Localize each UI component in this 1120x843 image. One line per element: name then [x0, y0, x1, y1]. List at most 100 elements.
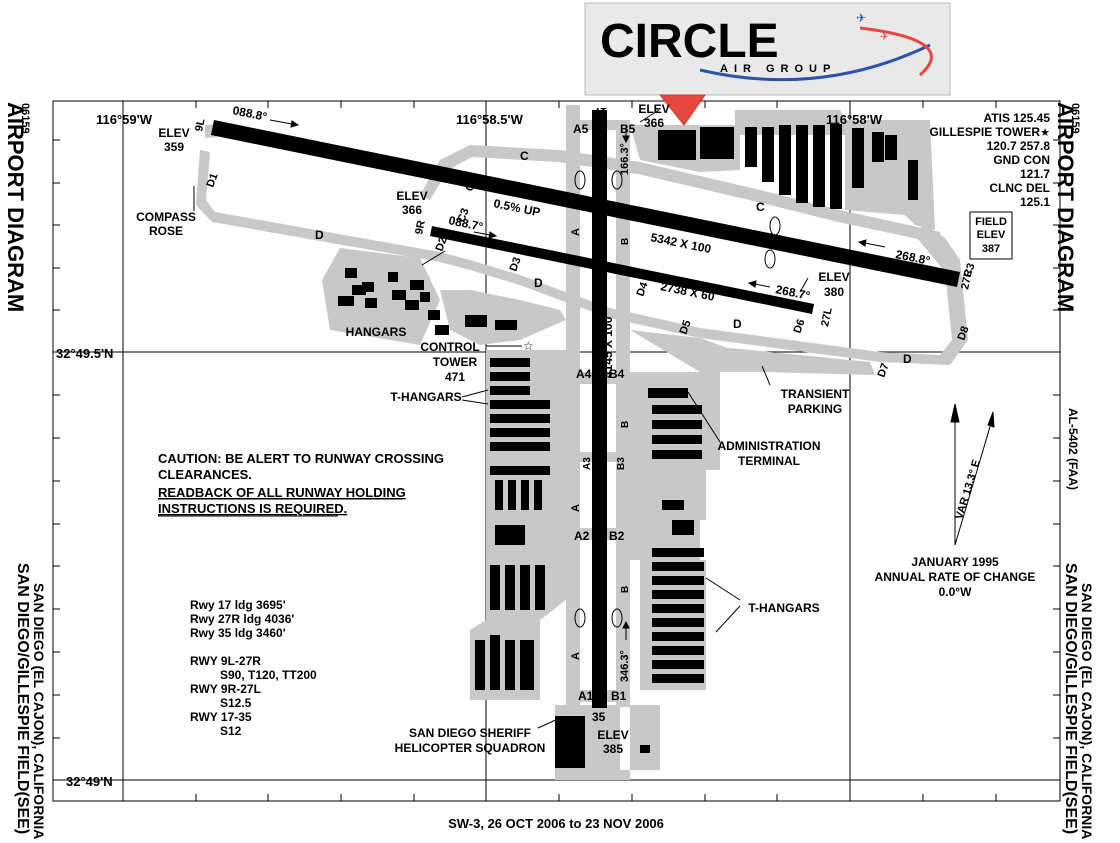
grid-ticks: [53, 101, 1060, 801]
clearance-frequency: 125.1: [1020, 195, 1050, 209]
field-elev-value: 387: [982, 243, 1000, 255]
taxiway-a2: A2: [574, 529, 590, 543]
hot-spot-markers: [574, 170, 781, 628]
ground-label: GND CON: [993, 153, 1050, 167]
taxiway-b2: B2: [609, 529, 625, 543]
elev-366-north-label: ELEV: [638, 102, 669, 116]
taxiway-d-far-east: D: [903, 352, 912, 366]
taxiway-b5: B5: [620, 122, 636, 136]
location-left-1: SAN DIEGO (EL CAJON), CALIFORNIA: [31, 583, 47, 839]
control-tower-label-3: 471: [445, 370, 465, 384]
rwy-27l-end: 27L: [819, 306, 835, 327]
elev-366-north-value: 366: [644, 116, 664, 130]
transient-parking-label-1: TRANSIENT: [781, 387, 850, 401]
rwy-35-heading: 346.3°: [619, 650, 631, 682]
location-left-2: SAN DIEGO/GILLESPIE FIELD(SEE): [14, 563, 31, 834]
clearance-label: CLNC DEL: [989, 181, 1050, 195]
ldg-rwy-17: Rwy 17 ldg 3695': [190, 598, 286, 612]
caution-notes: CAUTION: BE ALERT TO RUNWAY CROSSING CLE…: [158, 451, 444, 516]
validity-footer: SW-3, 26 OCT 2006 to 23 NOV 2006: [448, 816, 664, 831]
taxiway-a-north: A: [570, 228, 582, 236]
atis-frequency: ATIS 125.45: [984, 111, 1051, 125]
tower-frequencies: 120.7 257.8: [987, 139, 1051, 153]
plane-icon: ✈: [856, 11, 866, 25]
taxiway-c3-east: C3: [962, 262, 978, 279]
elev-366-west-value: 366: [402, 203, 422, 217]
elev-359-value: 359: [164, 140, 184, 154]
variation-rate: 0.0°W: [939, 585, 972, 599]
field-elev-label-2: ELEV: [977, 229, 1006, 241]
caution-line-3: READBACK OF ALL RUNWAY HOLDING: [158, 485, 406, 500]
lon-label-1: 116°59'W: [96, 112, 153, 127]
taxiway-d8: D8: [956, 325, 972, 342]
wb-rwy-2-value: S12.5: [220, 696, 252, 710]
weight-bearing: RWY 9L-27R S90, T120, TT200 RWY 9R-27L S…: [190, 654, 317, 738]
taxiway-d7: D7: [876, 362, 892, 379]
taxiway-d-west: D: [315, 228, 324, 242]
admin-terminal-label-1: ADMINISTRATION: [717, 439, 820, 453]
hangars-label: HANGARS: [346, 325, 407, 339]
compass-rose-label-2: ROSE: [149, 224, 183, 238]
buildings: [338, 124, 918, 768]
logo-subtitle: AIR GROUP: [720, 63, 836, 75]
runway-17-35: [592, 110, 607, 708]
control-tower-label-2: TOWER: [433, 355, 478, 369]
rwy-9r-end: 9R: [413, 219, 428, 235]
elev-359-label: ELEV: [158, 126, 189, 140]
taxiway-a3: A3: [582, 457, 593, 470]
taxiway-labels: C C D D D D A A A B B B A5 B5 A4 B4 A3 B…: [205, 122, 978, 703]
rwy-9l-end: 9L: [193, 117, 207, 132]
tower-name: GILLESPIE TOWER: [930, 125, 1041, 139]
diagram-frame: [52, 100, 1061, 802]
runway-9l-27r: [211, 120, 960, 287]
frequency-block: ATIS 125.45 GILLESPIE TOWER ★ 120.7 257.…: [930, 111, 1051, 209]
taxiway-d-east: D: [733, 317, 742, 331]
leader-lines: [193, 109, 809, 729]
landing-distances: Rwy 17 ldg 3695' Rwy 27R ldg 4036' Rwy 3…: [190, 598, 294, 640]
taxiway-a1: A1: [578, 689, 594, 703]
rwy-9l-heading: 088.8°: [231, 103, 268, 124]
chart-code-left: 06159: [19, 103, 31, 134]
taxiway-c-east: C: [756, 200, 765, 214]
taxiway-b-south: B: [620, 586, 631, 593]
lon-label-2: 116°58.5'W: [456, 112, 524, 127]
variation-label: VAR 13.3° E: [953, 458, 983, 520]
caution-line-1: CAUTION: BE ALERT TO RUNWAY CROSSING: [158, 451, 444, 466]
location-right-2: SAN DIEGO (EL CAJON), CALIFORNIA: [1079, 583, 1095, 839]
title-right: AIRPORT DIAGRAM: [1053, 102, 1078, 312]
north-arrow: [950, 403, 995, 546]
taxiway-b1: B1: [611, 689, 627, 703]
location-right-1: SAN DIEGO/GILLESPIE FIELD(SEE): [1062, 563, 1079, 834]
wb-rwy-1-value: S90, T120, TT200: [220, 668, 317, 682]
star-icon: ★: [1040, 127, 1050, 139]
chart-code-right: 06159: [1069, 103, 1081, 134]
taxiway-d5: D5: [678, 319, 694, 336]
faa-reference: AL-5402 (FAA): [1066, 408, 1080, 490]
variation-rate-label: ANNUAL RATE OF CHANGE: [875, 570, 1036, 584]
variation-date: JANUARY 1995: [911, 555, 999, 569]
rwy-27r-end: 27R: [959, 268, 975, 290]
taxiway-a-south: A: [570, 652, 582, 660]
compass-rose-label-1: COMPASS: [136, 210, 196, 224]
wb-rwy-3-value: S12: [220, 724, 242, 738]
taxiway-b4: B4: [609, 367, 625, 381]
runway-9r-27l: [430, 226, 814, 314]
logo-callout: CIRCLE AIR GROUP ✈ ✈: [584, 2, 951, 126]
taxiway-d2: D2: [434, 236, 450, 253]
variation-notes: JANUARY 1995 ANNUAL RATE OF CHANGE 0.0°W: [875, 555, 1036, 599]
taxiway-b-mid: B: [620, 421, 631, 428]
taxiway-a4: A4: [576, 367, 592, 381]
elev-380-label: ELEV: [818, 270, 849, 284]
t-hangars-left-label: T-HANGARS: [390, 390, 461, 404]
title-left: AIRPORT DIAGRAM: [3, 102, 28, 312]
taxiway-a5: A5: [573, 122, 589, 136]
sheriff-label-2: HELICOPTER SQUADRON: [395, 741, 546, 755]
taxiway-d6: D6: [792, 318, 808, 335]
feature-labels: COMPASS ROSE HANGARS CONTROL TOWER 471 T…: [136, 210, 850, 755]
taxiway-d1: D1: [205, 172, 221, 189]
rwy-17-35-dims: 4145 X 100: [601, 316, 615, 378]
control-tower-label-1: CONTROL: [420, 340, 479, 354]
taxiway-c2: C2: [464, 176, 480, 193]
taxiway-d3: D3: [508, 256, 524, 273]
